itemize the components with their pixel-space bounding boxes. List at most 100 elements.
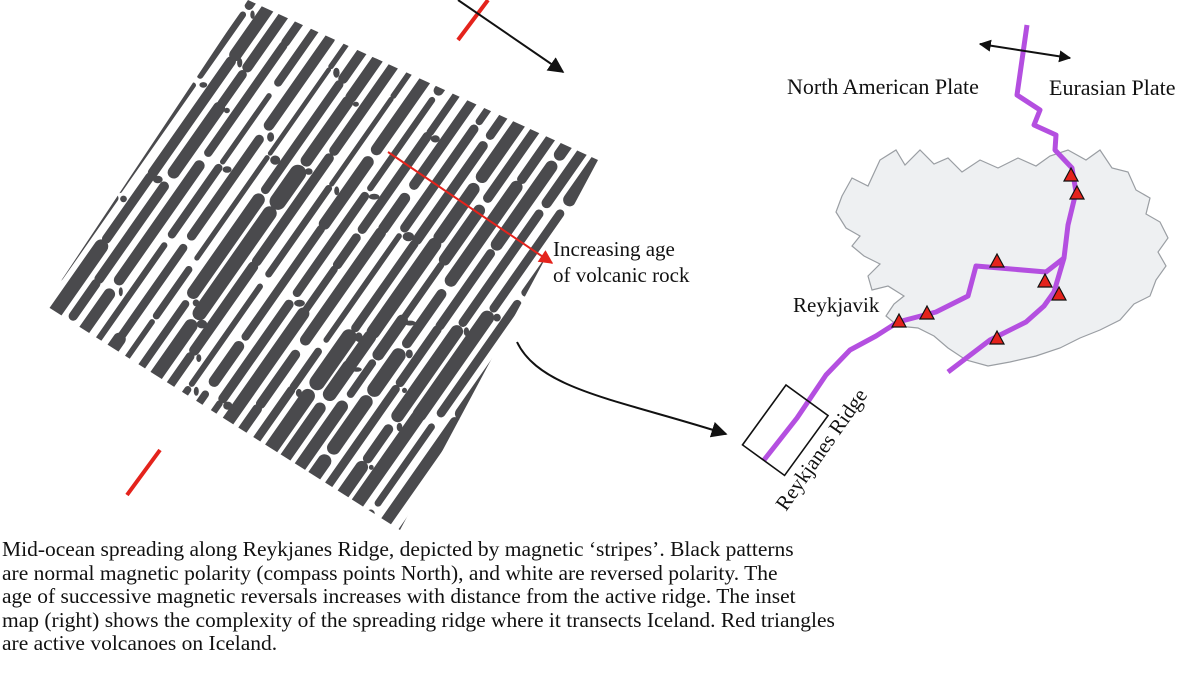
magnetic-stripe-segment	[563, 136, 598, 207]
magnetic-stripe-segment	[251, 153, 334, 267]
magnetic-stripe-segment	[63, 400, 141, 506]
magnetic-blob	[523, 300, 533, 306]
magnetic-stripe-segment	[119, 456, 184, 530]
reykjanes-figure: Increasing age of volcanic rock North Am…	[0, 0, 1175, 530]
magnetic-stripe-segment	[0, 418, 23, 451]
magnetic-stripe-segment	[345, 53, 384, 103]
magnetic-stripe-segment	[351, 239, 419, 333]
magnetic-stripe-segment	[202, 0, 255, 12]
magnetic-stripe-segment	[478, 356, 565, 477]
magnetic-stripe-segment	[458, 209, 544, 327]
magnetic-stripe-segment	[220, 307, 310, 429]
magnetic-stripe-segment	[178, 9, 206, 47]
magnetic-blob	[404, 320, 416, 326]
magnetic-stripe-segment	[104, 497, 135, 530]
increasing-age-label-2: of volcanic rock	[553, 263, 690, 287]
volcano-triangle-icon	[988, 252, 1006, 268]
magnetic-blob	[553, 49, 565, 54]
magnetic-blob	[334, 186, 340, 196]
magnetic-stripe-segment	[591, 332, 598, 374]
magnetic-blob	[368, 193, 380, 200]
magnetic-stripe-segment	[308, 509, 375, 530]
magnetic-stripe-segment	[0, 157, 39, 219]
magnetic-stripe-segment	[0, 362, 20, 431]
magnetic-stripe-segment	[101, 0, 190, 67]
magnetic-blob	[493, 313, 501, 322]
magnetic-stripe-segment	[258, 518, 349, 530]
magnetic-stripe-segment	[219, 93, 272, 165]
volcano-triangle-icon	[1062, 166, 1080, 182]
magnetic-blob	[193, 386, 199, 396]
magnetic-stripe-segment	[738, 89, 793, 167]
magnetic-stripe-segment	[244, 0, 300, 10]
magnetic-stripe-segment	[186, 134, 264, 241]
magnetic-stripe-segment	[242, 0, 322, 73]
volcanoes	[890, 166, 1086, 345]
magnetic-stripe-segment	[367, 348, 406, 397]
magnetic-stripe-segment	[217, 509, 293, 530]
magnetic-stripe-segment	[87, 242, 168, 354]
magnetic-stripe-segment	[433, 182, 480, 244]
magnetic-stripe-segment	[308, 0, 346, 7]
volcano-triangle-icon	[890, 312, 908, 328]
magnetic-stripe-segment	[323, 0, 359, 17]
magnetic-stripe-segment	[53, 126, 83, 165]
magnetic-stripe-segment	[229, 0, 298, 62]
magnetic-stripe-segment	[300, 96, 354, 167]
magnetic-stripe-segment	[187, 474, 276, 530]
magnetic-blob	[550, 351, 559, 357]
magnetic-stripe-segment	[79, 436, 136, 513]
magnetic-stripe-segment	[194, 155, 270, 261]
magnetic-blob	[199, 82, 208, 88]
magnetic-blob	[646, 152, 657, 162]
magnetic-stripe-segment	[367, 96, 436, 192]
magnetic-stripe-segment	[45, 207, 68, 295]
magnetic-stripe-segment	[189, 261, 259, 356]
magnetic-blob	[223, 107, 230, 114]
magnetic-blob	[530, 22, 539, 32]
magnetic-blob	[222, 166, 232, 173]
caption-line-4: map (right) shows the complexity of the …	[2, 607, 835, 632]
magnetic-stripe-segment	[391, 325, 464, 423]
magnetic-blob	[465, 469, 478, 476]
magnetic-blob	[439, 61, 452, 69]
magnetic-blob	[529, 441, 536, 448]
eurasian-plate-label: Eurasian Plate	[1049, 75, 1175, 100]
magnetic-blob	[663, 190, 669, 199]
magnetic-stripe-segment	[0, 405, 11, 441]
magnetic-blob	[333, 67, 340, 78]
magnetic-stripe-segment	[593, 20, 598, 76]
magnetic-stripe-segment	[326, 395, 373, 455]
magnetic-stripe-segment	[318, 156, 374, 230]
magnetic-stripe-segment	[647, 36, 727, 150]
magnetic-stripe-segment	[217, 70, 247, 109]
magnetic-blob	[274, 475, 284, 486]
magnetic-blob	[432, 489, 439, 500]
magnetic-blob	[56, 167, 65, 173]
magnetic-blob	[531, 83, 537, 91]
magnetic-stripe-segment	[89, 110, 136, 173]
magnetic-stripe-segment	[267, 67, 332, 156]
magnetic-blob	[402, 232, 415, 242]
volcano-triangle-icon	[988, 329, 1006, 345]
magnetic-stripe-segment	[525, 0, 598, 24]
magnetic-blob	[615, 141, 625, 145]
increasing-age-label-1: Increasing age	[553, 237, 675, 261]
magnetic-blob	[287, 490, 296, 495]
volcano-triangle-icon	[1050, 285, 1068, 301]
magnetic-blob	[234, 474, 244, 484]
magnetic-stripe-segment	[152, 266, 193, 320]
magnetic-stripe-segment	[152, 0, 195, 54]
magnetic-blob	[709, 212, 718, 220]
magnetic-stripe-segment	[263, 33, 336, 131]
magnetic-stripe-segment	[461, 345, 554, 470]
magnetic-blob	[619, 197, 623, 202]
magnetic-stripe-segment	[289, 347, 322, 391]
north-american-plate-label: North American Plate	[787, 74, 979, 99]
magnetic-blob	[183, 431, 189, 442]
magnetic-stripe-segment	[637, 107, 698, 194]
magnetic-blob	[425, 0, 431, 4]
magnetic-stripe-segment	[94, 181, 169, 284]
magnetic-stripe-segment	[0, 300, 22, 412]
magnetic-blob	[566, 354, 579, 362]
